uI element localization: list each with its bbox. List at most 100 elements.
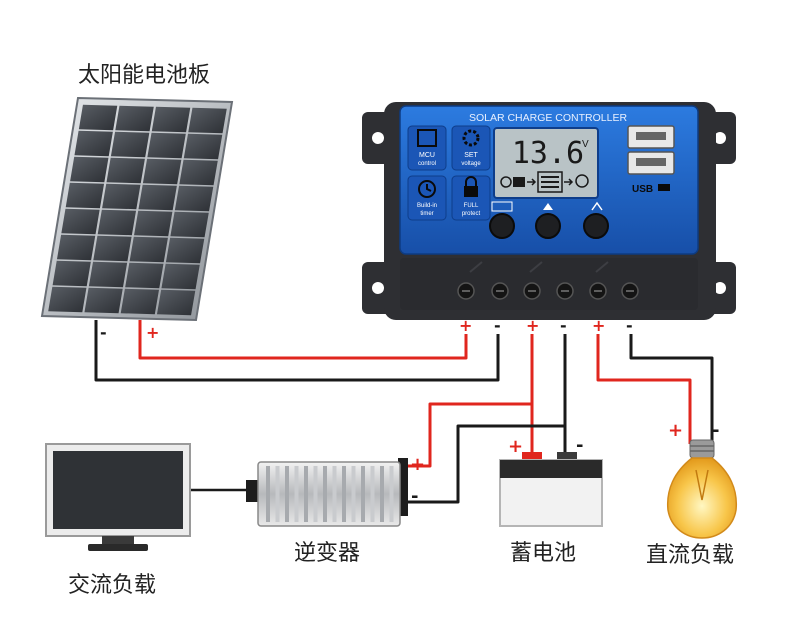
bulb-sign-minus: - <box>712 420 719 441</box>
solar-cell <box>102 183 141 210</box>
sun-icon <box>500 176 512 188</box>
gear-icon <box>462 129 480 147</box>
solar-cell <box>48 286 87 313</box>
timer-label-1: Build-in <box>417 203 437 209</box>
sign-solar-plus: + <box>459 316 472 335</box>
inverter-fin <box>370 466 375 522</box>
solar-cell <box>115 105 154 132</box>
solar-panel <box>40 96 234 322</box>
controller-title: SOLAR CHARGE CONTROLLER <box>469 112 628 124</box>
sign-load-minus: - <box>626 316 633 335</box>
inverter-fin <box>380 466 384 522</box>
solar-cell <box>74 130 113 157</box>
inverter-fin <box>285 466 289 522</box>
inverter-sign-minus: - <box>411 486 418 507</box>
inverter <box>246 458 408 527</box>
solar-cell <box>188 107 227 134</box>
solar-cell <box>52 260 91 287</box>
solar-cell <box>161 263 200 290</box>
down-button[interactable] <box>583 213 609 239</box>
wire-inverter-negative <box>404 424 565 504</box>
solar-cell <box>84 287 123 314</box>
wire-inverter-positive <box>404 402 532 468</box>
inverter-fin <box>266 466 270 522</box>
solar-cell <box>151 106 191 133</box>
inverter-fin <box>294 466 299 522</box>
lock-icon <box>464 186 478 197</box>
wire-load-negative <box>629 334 714 444</box>
controller-polarity-labels: + - + - + - <box>459 316 633 335</box>
clock-icon <box>418 180 436 198</box>
solar-cell <box>88 261 128 288</box>
sign-battery-plus: + <box>526 316 539 335</box>
panel-mini-icon <box>513 177 525 187</box>
inverter-fin <box>304 466 308 522</box>
up-button[interactable] <box>535 213 561 239</box>
arrow-icon <box>527 178 537 186</box>
sign-panel-minus: - <box>100 323 107 342</box>
solar-cell <box>147 132 186 159</box>
wiring <box>94 320 714 504</box>
solar-cell <box>138 184 177 211</box>
flow-icons <box>500 171 589 193</box>
inverter-fin <box>361 466 365 522</box>
terminals <box>457 282 639 300</box>
lcd-unit: V <box>582 139 589 150</box>
mcu-icon <box>417 129 437 147</box>
solar-cell <box>78 104 118 131</box>
solar-cells <box>48 104 227 316</box>
inverter-fin <box>351 466 356 522</box>
solar-cell <box>97 209 137 236</box>
solar-cell <box>93 235 132 262</box>
lcd-voltage: 13.6 <box>512 136 584 171</box>
solar-cell <box>65 182 105 209</box>
set-label-1: SET <box>464 152 478 159</box>
battery <box>499 452 603 527</box>
inverter-fin <box>313 466 318 522</box>
sign-battery-minus: - <box>560 316 567 335</box>
battery-sign-plus: + <box>508 436 523 457</box>
solar-cell <box>125 262 164 289</box>
arrow-icon-2 <box>564 178 574 186</box>
battery-sign-minus: - <box>576 435 583 456</box>
dc-load-bulb <box>666 439 738 539</box>
inverter-fins <box>266 466 394 522</box>
solar-cell <box>129 236 168 263</box>
sign-panel-plus: + <box>146 323 159 342</box>
solar-cell <box>61 208 100 235</box>
inverter-fin <box>332 466 337 522</box>
inverter-fin <box>389 466 394 522</box>
inverter-sign-plus: + <box>410 454 425 475</box>
full-label-1: FULL <box>464 203 479 209</box>
solar-cell <box>165 237 205 264</box>
set-label-2: voltage <box>461 161 481 167</box>
bulb-mini-icon <box>575 174 589 188</box>
solar-cell <box>56 234 96 261</box>
sign-load-plus: + <box>592 316 605 335</box>
solar-cell <box>179 159 218 186</box>
terminal-block <box>400 258 698 310</box>
wire-solar-negative <box>94 320 500 382</box>
timer-label-2: timer <box>420 211 433 217</box>
menu-button[interactable] <box>489 213 515 239</box>
battery-mini-icon <box>537 171 563 193</box>
label-inverter: 逆变器 <box>294 541 360 566</box>
label-solar-panel: 太阳能电池板 <box>78 63 210 88</box>
usb-icon <box>658 184 670 191</box>
bulb-sign-plus: + <box>668 420 683 441</box>
usb-label: USB <box>632 184 653 195</box>
solar-cell <box>170 211 209 238</box>
charge-controller: SOLAR CHARGE CONTROLLER MCU control SET … <box>362 102 736 320</box>
inverter-fin <box>342 466 346 522</box>
sign-solar-minus: - <box>494 316 501 335</box>
solar-cell <box>134 210 173 237</box>
ac-load-monitor <box>45 443 191 551</box>
full-label-2: protect <box>462 211 481 217</box>
solar-cell <box>106 157 145 184</box>
wire-load-positive <box>596 334 692 444</box>
mcu-label-1: MCU <box>419 152 435 159</box>
label-dc-load: 直流负载 <box>646 543 734 568</box>
inverter-fin <box>323 466 327 522</box>
wire-solar-positive <box>138 320 468 360</box>
